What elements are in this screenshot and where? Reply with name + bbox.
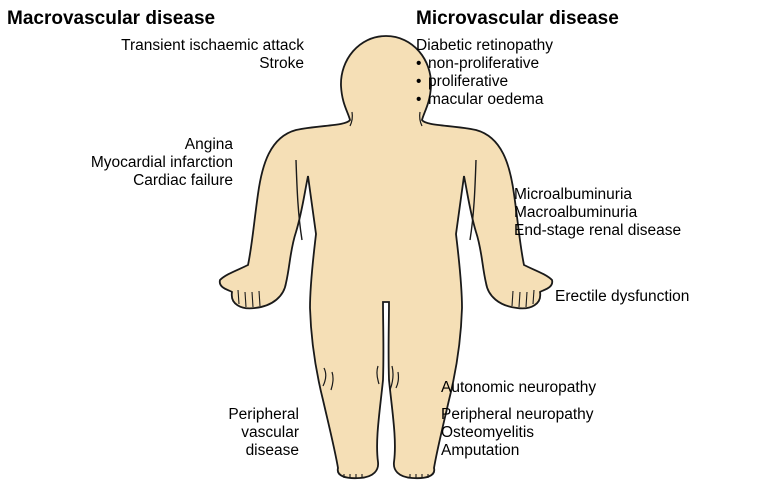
label-end-stage-renal-disease: End-stage renal disease	[514, 222, 681, 240]
retinopathy-item: •macular oedema	[416, 91, 553, 109]
label-microalbuminuria: Microalbuminuria	[514, 186, 681, 204]
macrovascular-heading: Macrovascular disease	[7, 8, 215, 30]
macro-head-labels: Transient ischaemic attack Stroke	[121, 37, 304, 73]
label-transient-ischaemic-attack: Transient ischaemic attack	[121, 37, 304, 55]
bullet-icon: •	[416, 73, 428, 91]
micro-foot-labels: Peripheral neuropathy Osteomyelitis Ampu…	[441, 406, 594, 460]
label-amputation: Amputation	[441, 442, 594, 460]
label-stroke: Stroke	[121, 55, 304, 73]
bullet-icon: •	[416, 91, 428, 109]
micro-kidney-labels: Microalbuminuria Macroalbuminuria End-st…	[514, 186, 681, 240]
label-angina: Angina	[91, 136, 233, 154]
retinopathy-item: •non-proliferative	[416, 55, 553, 73]
retinopathy-item: •proliferative	[416, 73, 553, 91]
label-peripheral-neuropathy: Peripheral neuropathy	[441, 406, 594, 424]
label-macroalbuminuria: Macroalbuminuria	[514, 204, 681, 222]
microvascular-heading: Microvascular disease	[416, 8, 619, 30]
label-diabetic-retinopathy: Diabetic retinopathy	[416, 37, 553, 55]
label-autonomic-neuropathy: Autonomic neuropathy	[441, 379, 596, 397]
label-vascular: vascular	[228, 424, 299, 442]
label-disease: disease	[228, 442, 299, 460]
label-osteomyelitis: Osteomyelitis	[441, 424, 594, 442]
label-cardiac-failure: Cardiac failure	[91, 172, 233, 190]
micro-eye-labels: Diabetic retinopathy •non-proliferative …	[416, 37, 553, 109]
label-peripheral: Peripheral	[228, 406, 299, 424]
bullet-icon: •	[416, 55, 428, 73]
macro-limb-labels: Peripheral vascular disease	[228, 406, 299, 460]
label-myocardial-infarction: Myocardial infarction	[91, 154, 233, 172]
label-erectile-dysfunction: Erectile dysfunction	[555, 288, 689, 306]
macro-heart-labels: Angina Myocardial infarction Cardiac fai…	[91, 136, 233, 190]
